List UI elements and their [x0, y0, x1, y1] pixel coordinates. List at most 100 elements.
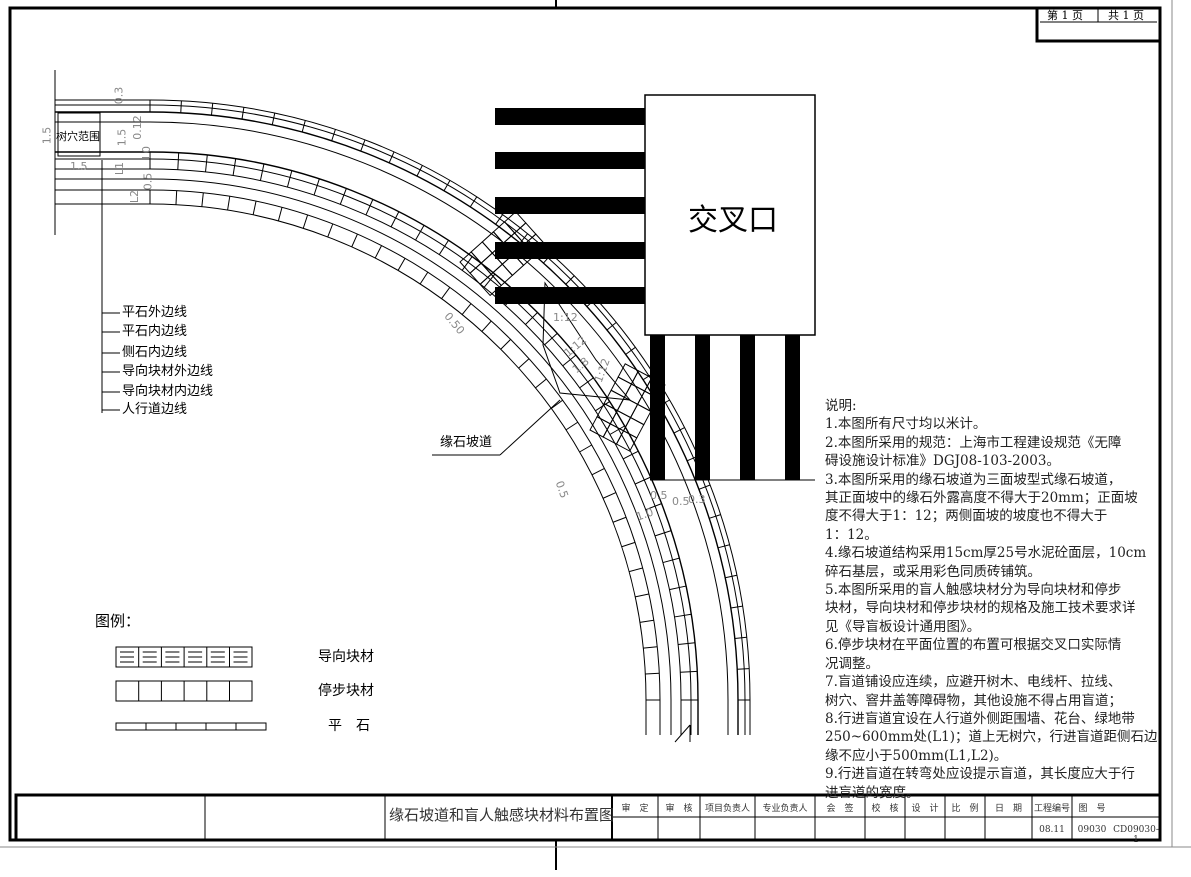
paving-joint	[241, 107, 245, 120]
note-line: 1.本图所有尺寸均以米计。	[825, 416, 987, 433]
legend-title: 图例：	[95, 612, 141, 630]
dim-label: 0.3	[112, 86, 126, 105]
paving-joint	[643, 646, 658, 649]
paving-joint	[259, 163, 265, 181]
intersection-box	[644, 94, 816, 336]
crosswalk-stripe	[740, 335, 755, 480]
stop-block	[623, 383, 646, 406]
crosswalk-stripe	[695, 335, 710, 480]
note-line: 250~600mm处(L1)；道上无树穴，行进盲道距侧石边	[825, 729, 1158, 746]
paving-joint	[634, 476, 651, 485]
title-block-header: 工程编号	[1033, 804, 1070, 814]
paving-joint	[313, 178, 320, 196]
paving-joint	[331, 129, 336, 141]
note-line: 缘不应小于500mm(L1,L2)。	[825, 747, 1008, 764]
line-label: 侧石内边线	[122, 345, 188, 360]
paving-joint	[461, 256, 473, 271]
crosswalk-stripe	[495, 152, 645, 169]
title-block-header: 专业负责人	[762, 804, 808, 814]
paving-joint	[518, 358, 530, 369]
paving-joint	[438, 240, 449, 255]
paving-joint	[565, 421, 578, 431]
paving-joint	[374, 245, 382, 259]
paving-joint	[419, 272, 429, 285]
paving-joint	[602, 492, 617, 499]
paving-joint	[177, 152, 180, 170]
note-line: 碍设施设计标准》DGJ08-103-2003。	[825, 453, 1060, 470]
title-block-header: 审 核	[665, 804, 693, 814]
note-line: 3.本图所采用的缘石坡道为三面坡型式缘石坡道，	[825, 471, 1122, 488]
road-edge-line	[55, 151, 699, 735]
paving-joint	[500, 339, 511, 350]
paving-joint	[180, 100, 182, 113]
paving-joint	[621, 541, 636, 548]
paving-joint	[625, 346, 636, 355]
dim-label: L2	[128, 189, 142, 204]
crosswalk-stripe	[495, 242, 645, 259]
crosswalk-stripe	[650, 335, 665, 480]
line-label: 平石内边线	[122, 324, 188, 339]
curb-ramp	[542, 281, 632, 401]
paving-joint	[461, 303, 472, 315]
curb-ramp-label: 缘石坡道	[440, 435, 493, 450]
legend-item-flatstone: 平 石	[328, 718, 370, 734]
note-line: 7.盲道铺设应连续，应避开树木、电线杆、拉线、	[825, 674, 1122, 691]
stop-block	[622, 416, 645, 439]
notes: 说明: 1.本图所有尺寸均以米计。2.本图所采用的规范：上海市工程建设规范《无障…	[825, 397, 1158, 802]
paving-joint	[481, 320, 492, 332]
crosswalk-stripe	[495, 108, 645, 125]
tree-pit-label: 树穴范围	[56, 130, 100, 143]
title-block-header: 日 期	[994, 804, 1022, 814]
paving-joint	[390, 211, 400, 228]
leader-line	[499, 399, 561, 456]
title-block-header: 图 号	[1078, 804, 1106, 814]
crosswalk-stripe	[495, 197, 645, 214]
paving-joint	[730, 605, 743, 609]
paving-joint	[612, 516, 627, 523]
page-total: 共 1 页	[1108, 9, 1144, 22]
road-edge-line	[55, 178, 672, 735]
line-label: 导向块材外边线	[122, 364, 214, 379]
title-block-header: 审 定	[621, 804, 649, 814]
dim-label: 0.5	[141, 172, 155, 191]
note-line: 5.本图所采用的盲人触感块材分为导向块材和停步	[825, 582, 1122, 599]
paving-joint	[443, 180, 451, 192]
slope-label: 1:12	[553, 311, 578, 324]
date-value: 08.11	[1039, 825, 1065, 835]
paving-joint	[725, 574, 737, 579]
legend-flatstone-swatch	[115, 722, 267, 731]
paving-joint	[550, 399, 563, 409]
paving-joint	[709, 514, 721, 519]
paving-joint	[301, 120, 306, 133]
paving-joint	[673, 427, 685, 434]
title-block-header: 设 计	[911, 804, 939, 814]
paving-joint	[645, 672, 660, 675]
paving-joint	[519, 233, 528, 244]
paving-joint	[252, 201, 257, 215]
page-current: 第 1 页	[1047, 9, 1083, 22]
dim-label: L0	[140, 145, 154, 160]
note-line: 9.行进盲道在转弯处应设提示盲道，其长度应大于行	[825, 766, 1135, 783]
title-block-header: 会 签	[826, 804, 854, 814]
paving-joint	[579, 444, 592, 453]
paving-joint	[205, 154, 208, 172]
title-block-header: 比 例	[951, 804, 979, 814]
paving-joint	[365, 199, 374, 216]
drawing-title: 缘石坡道和盲人触感块材料布置图	[389, 806, 615, 824]
paving-joint	[717, 544, 730, 549]
dim-label: 0.3	[688, 493, 706, 506]
paving-joint	[606, 322, 617, 331]
note-line: 碎石基层，或采用彩色同质砖铺筑。	[825, 563, 1041, 580]
paving-joint	[441, 287, 451, 300]
crosswalk-stripe	[785, 335, 800, 480]
break-line	[674, 724, 691, 743]
paving-joint	[525, 312, 538, 325]
paving-joint	[654, 530, 672, 537]
paving-joint	[645, 503, 662, 511]
paving-joint	[339, 188, 347, 205]
stop-block	[616, 396, 639, 419]
title-block-header: 校 核	[871, 804, 899, 814]
paving-joint	[565, 275, 575, 285]
intersection-label: 交叉口	[688, 203, 778, 238]
paving-joint	[175, 190, 178, 205]
